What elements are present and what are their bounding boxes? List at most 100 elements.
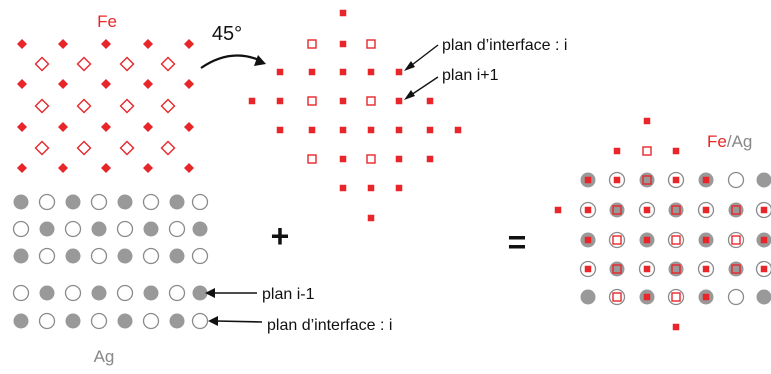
- fe-rotated-atom-filled: [339, 97, 347, 105]
- plane-interface-top-label: plan d’interface : i: [442, 37, 567, 54]
- arrow-plane-interface-bottom-head: [208, 316, 218, 326]
- result-fe-atom: [584, 176, 592, 184]
- rotation-arrow-head: [254, 55, 266, 66]
- result-fe-atom: [643, 265, 651, 273]
- ag-atom-open: [142, 312, 160, 330]
- fe-atom-open: [119, 140, 135, 156]
- result-ag-atom: [756, 289, 771, 305]
- result-fe-atom: [612, 205, 622, 215]
- result-fe-atom: [584, 265, 592, 273]
- ag-atom-filled: [13, 248, 29, 264]
- fe-rotated-atom-filled: [367, 126, 375, 134]
- fe-ag-result-lattice: [554, 117, 771, 331]
- result-ag-atom: [608, 231, 626, 249]
- plane-next-label: plan i+1: [442, 67, 499, 84]
- result-fe-atom: [760, 206, 768, 214]
- result-label-fe: Fe: [707, 132, 727, 151]
- fe-lattice: [17, 39, 194, 173]
- fe-atom-filled: [184, 122, 194, 132]
- ag-atom-open: [168, 284, 186, 302]
- result-fe-atom: [671, 264, 681, 274]
- ag-atom-filled: [169, 194, 185, 210]
- fe-rotated-atom-filled: [339, 9, 347, 17]
- fe-rotated-atom-open: [366, 154, 376, 164]
- result-fe-atom: [760, 236, 768, 244]
- fe-rotated-atom-filled: [339, 184, 347, 192]
- ag-atom-open: [168, 220, 186, 238]
- fe-atom-filled: [143, 163, 153, 173]
- fe-rotated-atom-filled: [248, 97, 256, 105]
- ag-atom-filled: [91, 221, 107, 237]
- ag-atom-open: [12, 284, 30, 302]
- fe-atom-filled: [17, 39, 27, 49]
- ag-atom-open: [64, 284, 82, 302]
- result-ag-atom: [667, 231, 685, 249]
- ag-atom-filled: [39, 221, 55, 237]
- result-ag-atom: [609, 202, 625, 218]
- fe-atom-filled: [101, 122, 111, 132]
- result-fe-atom: [584, 206, 592, 214]
- fe-rotated-atom-open: [307, 39, 317, 49]
- result-ag-atom: [727, 171, 745, 189]
- fe-rotated-atom-open: [307, 96, 317, 106]
- arrow-plane-next-head: [404, 90, 415, 100]
- result-ag-atom: [609, 261, 625, 277]
- result-fe-atom: [731, 235, 741, 245]
- result-ag-atom: [608, 288, 626, 306]
- result-ag-atom: [639, 172, 655, 188]
- ag-label: Ag: [94, 347, 115, 366]
- ag-atom-open: [12, 220, 30, 238]
- ag-atom-open: [142, 193, 160, 211]
- ag-atom-open: [116, 284, 134, 302]
- fe-rotated-atom-filled: [395, 126, 403, 134]
- result-fe-atom: [702, 176, 710, 184]
- fe-rotated-atom-filled: [367, 184, 375, 192]
- fe-atom-filled: [58, 163, 68, 173]
- fe-atom-filled: [17, 79, 27, 89]
- fe-atom-filled: [143, 122, 153, 132]
- ag-atom-open: [38, 312, 56, 330]
- result-fe-atom: [671, 292, 681, 302]
- fe-rotated-atom-filled: [339, 40, 347, 48]
- result-fe-atom: [613, 147, 621, 155]
- fe-atom-open: [76, 98, 92, 114]
- fe-atom-open: [34, 56, 50, 72]
- ag-atom-filled: [65, 248, 81, 264]
- ag-atom-filled: [192, 285, 208, 301]
- result-fe-atom: [731, 205, 741, 215]
- fe-rotated-atom-filled: [454, 126, 462, 134]
- plus-sign: +: [271, 218, 290, 254]
- ag-atom-filled: [117, 194, 133, 210]
- rotation-arrow: [200, 54, 260, 69]
- ag-atom-open: [38, 193, 56, 211]
- result-fe-atom: [671, 235, 681, 245]
- fe-rotated-atom-filled: [426, 155, 434, 163]
- fe-rotated-atom-filled: [367, 68, 375, 76]
- result-ag-atom: [668, 261, 684, 277]
- result-fe-atom: [760, 265, 768, 273]
- result-fe-atom: [643, 293, 651, 301]
- fe-atom-open: [160, 98, 176, 114]
- ag-atom-open: [38, 247, 56, 265]
- fe-rotated-atom-filled: [276, 97, 284, 105]
- result-fe-atom: [702, 236, 710, 244]
- result-fe-atom: [554, 206, 562, 214]
- fe-atom-filled: [58, 39, 68, 49]
- fe-rotated-atom-filled: [395, 184, 403, 192]
- ag-atom-filled: [117, 248, 133, 264]
- ag-atom-filled: [91, 285, 107, 301]
- fe-rotated-atom-filled: [426, 126, 434, 134]
- result-ag-atom: [727, 288, 745, 306]
- fe-rotated-atom-filled: [395, 68, 403, 76]
- result-fe-atom: [702, 265, 710, 273]
- ag-atom-open: [191, 193, 209, 211]
- fe-rotated-atom-open: [307, 154, 317, 164]
- fe-atom-filled: [184, 39, 194, 49]
- ag-atom-open: [64, 220, 82, 238]
- fe-atom-filled: [184, 79, 194, 89]
- fe-rotated-atom-filled: [276, 126, 284, 134]
- fe-atom-open: [76, 56, 92, 72]
- fe-atom-filled: [17, 122, 27, 132]
- ag-atom-filled: [65, 313, 81, 329]
- arrow-plane-interface-bottom: [215, 320, 263, 323]
